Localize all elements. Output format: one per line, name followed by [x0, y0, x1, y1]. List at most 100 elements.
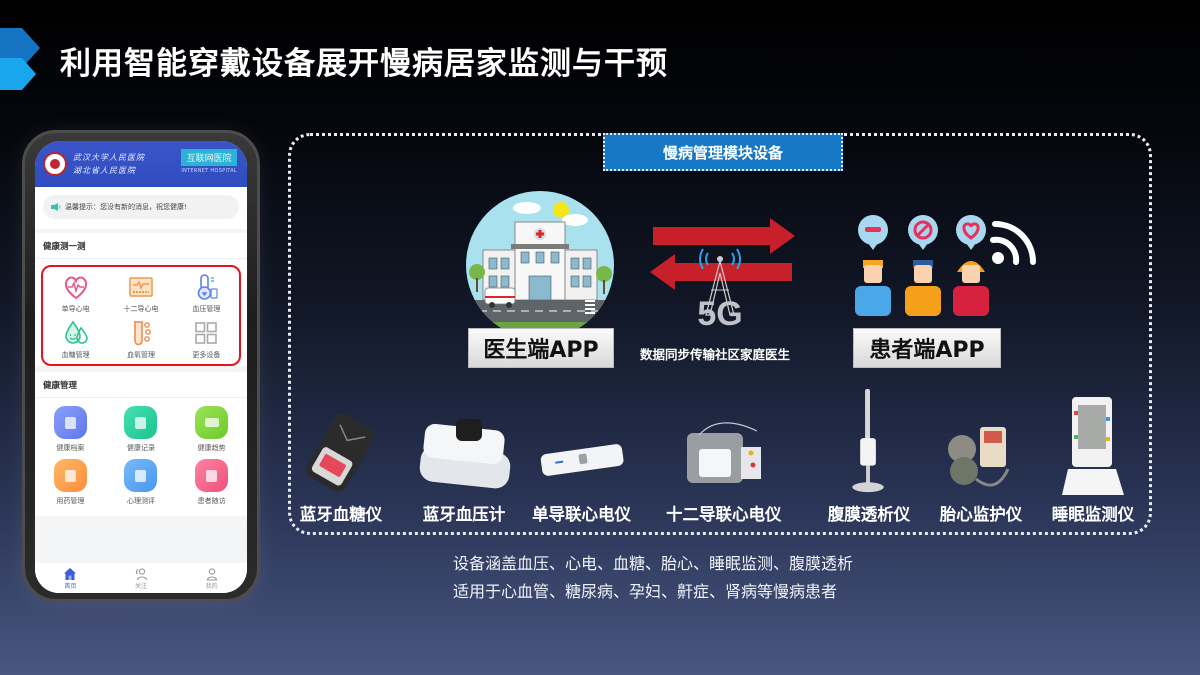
slide-title: 利用智能穿戴设备展开慢病居家监测与干预 — [60, 46, 668, 82]
bp-monitor-icon — [419, 419, 511, 489]
measure-item-blood-oxygen[interactable]: 血氧管理 — [108, 318, 173, 360]
doctor-app-label: 医生端APP — [468, 328, 614, 368]
device-peritoneal-dialysis: 腹膜透析仪 — [824, 389, 914, 525]
single-lead-ecg-icon — [540, 444, 623, 476]
thermometer-icon — [198, 274, 218, 300]
app-screen: 武汉大学人民医院 湖北省人民医院 互联网医院 INTERNET HOSPITAL… — [35, 141, 247, 593]
dialysis-device-icon — [852, 389, 884, 493]
tab-label: 首页 — [64, 583, 77, 590]
section-title-measure: 健康测一测 — [35, 233, 247, 259]
device-label: 十二导联心电仪 — [666, 505, 782, 524]
measure-label: 血氧管理 — [126, 351, 155, 359]
glucometer-icon — [306, 413, 375, 492]
notice-bar[interactable]: 温馨提示：您没有新的消息，祝您健康! — [43, 195, 239, 219]
assessment-icon — [124, 459, 158, 492]
tab-follow[interactable]: 关注 — [134, 567, 148, 590]
measure-item-blood-sugar[interactable]: 血糖管理 — [43, 318, 108, 360]
device-12-lead-ecg: 十二导联心电仪 — [666, 409, 782, 525]
measure-item-12-lead-ecg[interactable]: 十二导心电 — [108, 272, 173, 314]
mgmt-item-medication[interactable]: 用药管理 — [35, 459, 106, 506]
hospital-logo-icon — [43, 152, 67, 176]
grid-icon — [195, 322, 218, 344]
hospital-icon — [466, 191, 614, 339]
measure-item-more-devices[interactable]: 更多设备 — [174, 318, 239, 360]
mgmt-label: 心理测评 — [126, 497, 155, 505]
profile-icon — [53, 406, 87, 439]
measure-item-single-ecg[interactable]: 单导心电 — [43, 272, 108, 314]
management-grid: 健康档案 健康记录 健康趋势 用药管理 心理测评 — [35, 398, 247, 516]
measure-label: 更多设备 — [192, 351, 221, 359]
internet-hospital-badge: 互联网医院 INTERNET HOSPITAL — [181, 149, 237, 174]
badge-cn: 互联网医院 — [181, 149, 237, 166]
device-label: 胎心监护仪 — [939, 505, 1023, 524]
ecg-monitor-icon — [129, 277, 153, 297]
device-bluetooth-glucometer: 蓝牙血糖仪 — [296, 409, 386, 525]
summary-line-1: 设备涵盖血压、心电、血糖、胎心、睡眠监测、腹膜透析 — [453, 554, 854, 573]
medicine-icon — [53, 459, 87, 492]
device-sleep-monitor: 睡眠监测仪 — [1048, 397, 1138, 525]
section-title-management: 健康管理 — [35, 372, 247, 398]
management-section: 健康管理 健康档案 健康记录 健康趋势 用药管理 — [35, 372, 247, 516]
mgmt-item-patient-followup[interactable]: 患者随访 — [176, 459, 247, 506]
device-label: 蓝牙血压计 — [422, 505, 506, 524]
measure-label: 血糖管理 — [61, 351, 90, 359]
device-bluetooth-bp-monitor: 蓝牙血压计 — [414, 409, 514, 525]
speaker-icon — [51, 203, 61, 211]
measure-section: 健康测一测 单导心电 十二导心电 — [35, 233, 247, 366]
fetal-monitor-icon — [948, 427, 1010, 487]
measure-label: 十二导心电 — [123, 305, 159, 313]
device-label: 睡眠监测仪 — [1051, 505, 1135, 524]
patient-app-label: 患者端APP — [853, 328, 1001, 368]
measure-label: 单导心电 — [61, 305, 90, 313]
5g-tower-icon: 5G — [697, 248, 743, 333]
mgmt-item-psych-assessment[interactable]: 心理测评 — [106, 459, 177, 506]
medical-kit-icon — [195, 459, 229, 492]
record-icon — [124, 406, 158, 439]
phone-mockup: 武汉大学人民医院 湖北省人民医院 互联网医院 INTERNET HOSPITAL… — [22, 130, 260, 602]
5g-text: 5G — [697, 295, 742, 333]
mgmt-item-health-record[interactable]: 健康记录 — [106, 406, 177, 453]
summary-text: 设备涵盖血压、心电、血糖、胎心、睡眠监测、腹膜透析 适用于心血管、糖尿病、孕妇、… — [453, 550, 853, 606]
mgmt-label: 健康趋势 — [197, 444, 226, 452]
hospital-names: 武汉大学人民医院 湖北省人民医院 — [73, 152, 145, 176]
hospital-name-2: 湖北省人民医院 — [73, 166, 136, 175]
notice-text: 温馨提示：您没有新的消息，祝您健康! — [65, 203, 187, 211]
mgmt-label: 健康记录 — [126, 444, 155, 452]
sync-arrows-icon — [650, 218, 795, 290]
mgmt-label: 患者随访 — [197, 497, 226, 505]
home-icon — [64, 568, 77, 580]
measure-label: 血压管理 — [192, 305, 221, 313]
app-header: 武汉大学人民医院 湖北省人民医院 互联网医院 INTERNET HOSPITAL — [35, 141, 247, 187]
heart-ecg-icon — [64, 276, 87, 300]
patients-icon — [855, 215, 1036, 316]
measure-grid: 单导心电 十二导心电 — [41, 265, 241, 366]
device-single-lead-ecg: 单导联心电仪 — [532, 409, 631, 525]
users-icon — [135, 568, 148, 581]
logo-chevron-icon — [0, 28, 40, 90]
device-list: 蓝牙血糖仪 蓝牙血压计 单导联心电仪 十二导联心电仪 — [296, 389, 1152, 525]
sync-caption: 数据同步传输社区家庭医生 — [640, 347, 791, 362]
sleep-monitor-icon — [1062, 397, 1124, 495]
device-fetal-monitor: 胎心监护仪 — [936, 409, 1026, 525]
mgmt-item-health-profile[interactable]: 健康档案 — [35, 406, 106, 453]
measure-item-blood-pressure[interactable]: 血压管理 — [174, 272, 239, 314]
tab-mine[interactable]: 我的 — [205, 567, 219, 590]
12-lead-ecg-icon — [686, 422, 761, 483]
tab-label: 关注 — [134, 583, 147, 590]
tab-bar: 首页 关注 我的 — [35, 563, 247, 593]
device-label: 蓝牙血糖仪 — [299, 505, 383, 524]
badge-en: INTERNET HOSPITAL — [181, 168, 237, 174]
summary-line-2: 适用于心血管、糖尿病、孕妇、鼾症、肾病等慢病患者 — [453, 582, 838, 601]
device-label: 单导联心电仪 — [532, 505, 631, 524]
hospital-name-1: 武汉大学人民医院 — [73, 153, 145, 162]
mgmt-label: 健康档案 — [56, 444, 85, 452]
test-tube-icon — [133, 321, 151, 346]
trend-icon — [195, 406, 229, 439]
module-title: 慢病管理模块设备 — [603, 133, 843, 171]
water-drop-icon — [64, 320, 88, 344]
user-icon — [206, 568, 217, 581]
mgmt-label: 用药管理 — [56, 497, 85, 505]
tab-home[interactable]: 首页 — [63, 567, 77, 590]
tab-label: 我的 — [205, 583, 218, 590]
mgmt-item-health-trend[interactable]: 健康趋势 — [176, 406, 247, 453]
